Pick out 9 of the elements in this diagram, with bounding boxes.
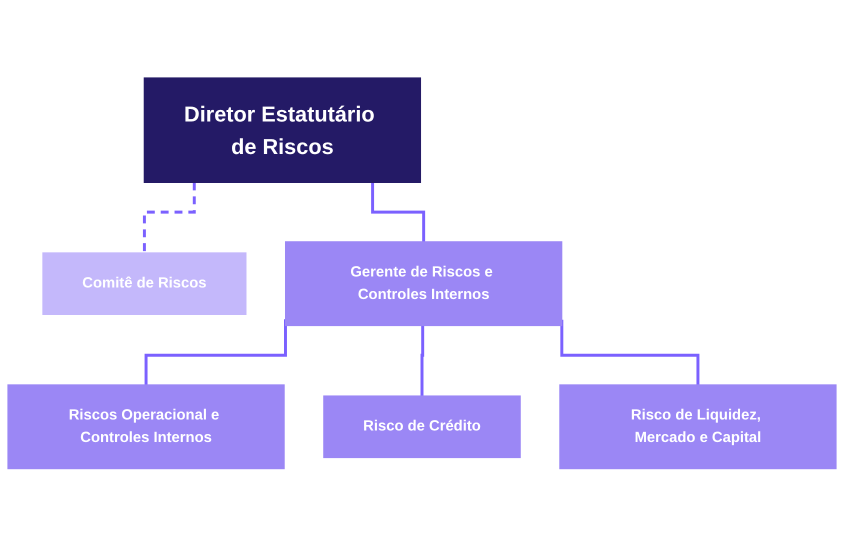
connector	[371, 182, 426, 244]
node-box: Diretor Estatutário de Riscos	[144, 78, 422, 184]
connector	[560, 320, 700, 386]
connector	[420, 326, 424, 398]
node-box: Riscos Operacional e Controles Internos	[7, 384, 285, 470]
node-box: Gerente de Riscos e Controles Internos	[284, 241, 562, 326]
node-box: Comitê de Riscos	[42, 252, 246, 316]
node-box: Risco de Liquidez, Mercado e Capital	[559, 384, 837, 470]
node-box: Risco de Crédito	[323, 396, 521, 458]
